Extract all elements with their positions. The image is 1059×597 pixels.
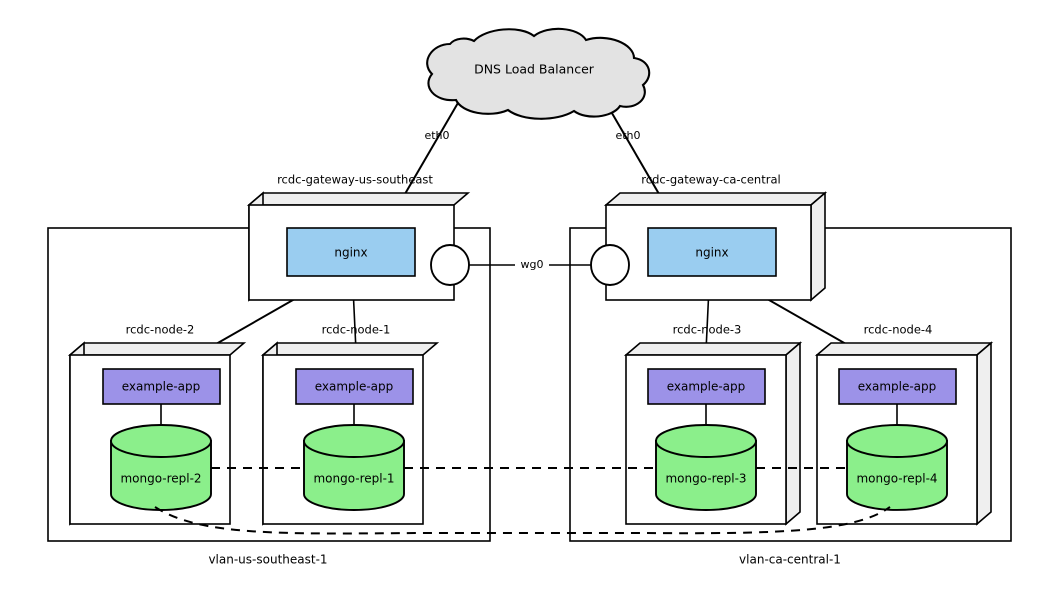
node-2-app-box[interactable] bbox=[102, 368, 221, 405]
gateway-left-nginx-label: nginx bbox=[334, 246, 367, 260]
repl-link-node2-node4-arc bbox=[154, 506, 891, 535]
gateway-right-top-face bbox=[603, 192, 828, 206]
edge-label-eth0-left: eth0 bbox=[424, 129, 449, 142]
node-2-top-face bbox=[67, 342, 247, 356]
node-2-db-label: mongo-repl-2 bbox=[120, 472, 201, 486]
node-2-app-label: example-app bbox=[122, 380, 201, 394]
node-1-db-cylinder[interactable] bbox=[303, 424, 405, 511]
node-4-db-label: mongo-repl-4 bbox=[856, 472, 937, 486]
gateway-left-top-face bbox=[246, 192, 471, 206]
edge-label-wg0: wg0 bbox=[521, 258, 544, 271]
node-1-app-box[interactable] bbox=[295, 368, 414, 405]
node-rcdc-node-2[interactable]: rcdc-node-2 example-app mongo-repl-2 bbox=[67, 323, 247, 526]
node-rcdc-node-3[interactable]: rcdc-node-3 example-app mongo-repl-3 bbox=[623, 323, 803, 526]
node-4-side-face bbox=[976, 341, 992, 526]
gateway-us-southeast[interactable]: rcdc-gateway-us-southeast nginx bbox=[246, 173, 471, 302]
node-3-top-face bbox=[623, 342, 803, 356]
node-3-side-face bbox=[785, 341, 801, 526]
node-1-top-face bbox=[260, 342, 440, 356]
node-rcdc-node-4[interactable]: rcdc-node-4 example-app mongo-repl-4 bbox=[814, 323, 994, 526]
vlan-ca-central-label: vlan-ca-central-1 bbox=[739, 553, 841, 567]
gateway-right-nginx-label: nginx bbox=[695, 246, 728, 260]
node-1-label: rcdc-node-1 bbox=[322, 323, 391, 337]
dns-load-balancer-cloud: DNS Load Balancer bbox=[426, 27, 651, 120]
node-3-app-box[interactable] bbox=[647, 368, 766, 405]
node-4-label: rcdc-node-4 bbox=[864, 323, 933, 337]
gateway-right-side-face bbox=[810, 191, 826, 302]
wg0-label-backing bbox=[515, 256, 549, 273]
node-3-label: rcdc-node-3 bbox=[673, 323, 742, 337]
node-4-top-face bbox=[814, 342, 994, 356]
node-rcdc-node-1[interactable]: rcdc-node-1 example-app mongo-repl-1 bbox=[260, 323, 440, 526]
gateway-left-wg0-interface-icon[interactable] bbox=[430, 244, 470, 286]
node-3-db-cylinder[interactable] bbox=[655, 424, 757, 511]
cloud-label: DNS Load Balancer bbox=[474, 62, 595, 77]
gateway-right-nginx-box[interactable] bbox=[647, 227, 777, 277]
node-4-app-box[interactable] bbox=[838, 368, 957, 405]
gateway-us-southeast-label: rcdc-gateway-us-southeast bbox=[277, 173, 433, 187]
gateway-left-nginx-box[interactable] bbox=[286, 227, 416, 277]
node-3-app-label: example-app bbox=[667, 380, 746, 394]
node-2-label: rcdc-node-2 bbox=[126, 323, 195, 337]
node-1-db-label: mongo-repl-1 bbox=[313, 472, 394, 486]
gateway-right-wg0-interface-icon[interactable] bbox=[590, 244, 630, 286]
node-1-app-label: example-app bbox=[315, 380, 394, 394]
gateway-ca-central[interactable]: rcdc-gateway-ca-central nginx bbox=[590, 173, 828, 302]
node-3-db-label: mongo-repl-3 bbox=[665, 472, 746, 486]
node-4-db-cylinder[interactable] bbox=[846, 424, 948, 511]
edge-label-eth0-right: eth0 bbox=[615, 129, 640, 142]
gateway-ca-central-label: rcdc-gateway-ca-central bbox=[641, 173, 780, 187]
node-2-db-cylinder[interactable] bbox=[110, 424, 212, 511]
node-4-app-label: example-app bbox=[858, 380, 937, 394]
vlan-us-southeast-label: vlan-us-southeast-1 bbox=[208, 553, 327, 567]
